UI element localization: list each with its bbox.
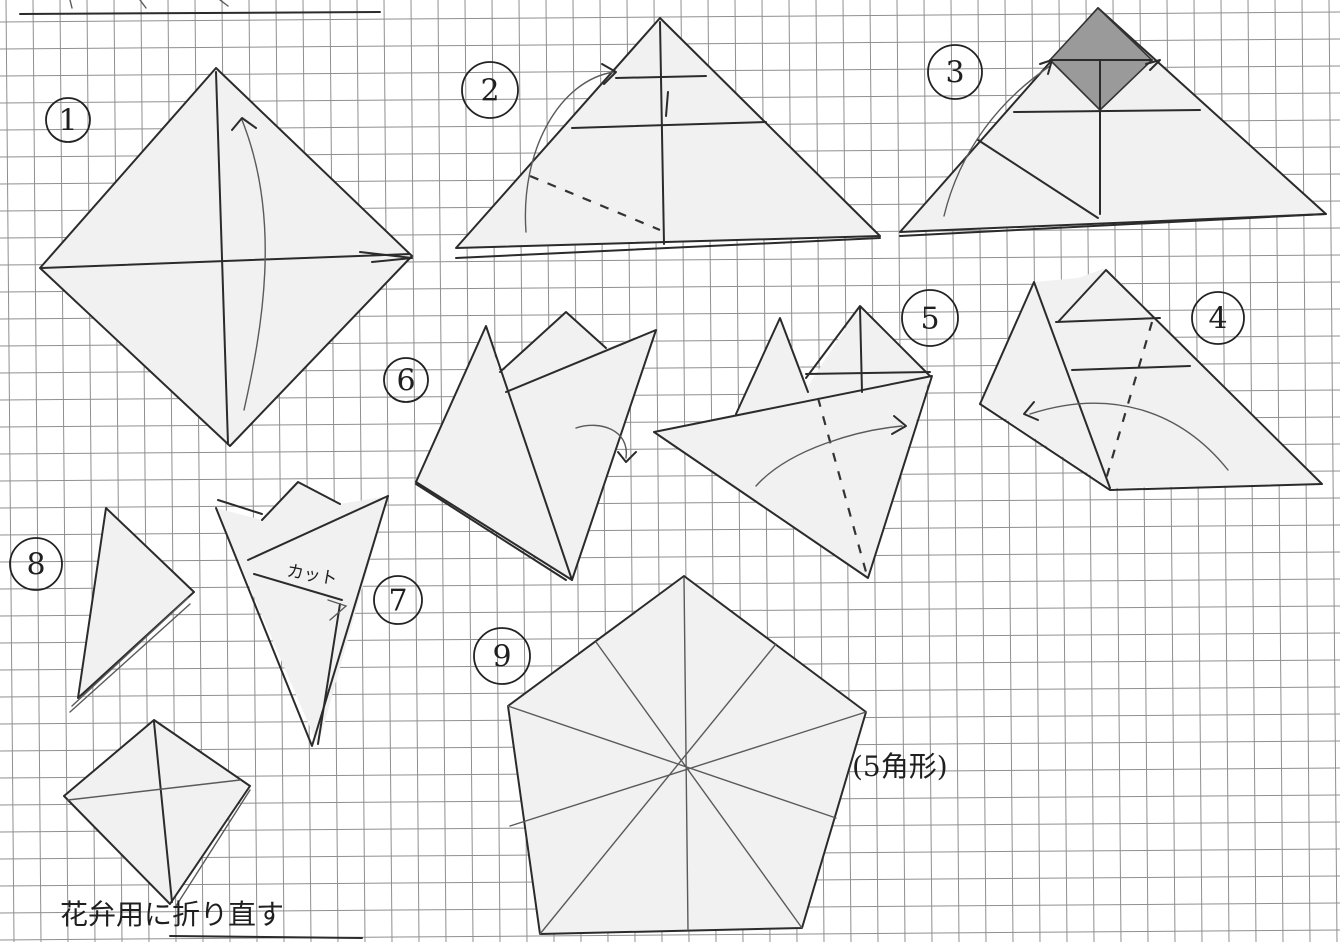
grid-line-horizontal (0, 552, 1340, 562)
step-1-figure (40, 68, 412, 446)
step-1-marker: 1 (46, 98, 90, 142)
grid-line-vertical (384, 0, 392, 942)
grid-line-horizontal (0, 498, 1340, 508)
step-5-number: 5 (920, 302, 939, 337)
step-4-number: 4 (1208, 302, 1227, 337)
step-7-marker: 7 (374, 576, 422, 624)
grid-line-vertical (357, 0, 365, 942)
grid-line-vertical (924, 0, 932, 942)
step-3-number: 3 (945, 56, 964, 91)
grid-line-vertical (330, 0, 338, 942)
grid-line-vertical (33, 0, 41, 942)
step-8-number: 8 (26, 548, 45, 583)
step-6-marker: 6 (384, 358, 428, 402)
step-2-number: 2 (480, 74, 499, 109)
bottom-note-text: 花弁用に折り直す (60, 898, 284, 931)
step-5-figure (654, 306, 932, 578)
step-8-marker: 8 (10, 538, 62, 590)
step-5-marker: 5 (902, 290, 958, 346)
bottom-note: 花弁用に折り直す (60, 898, 362, 938)
step-6-figure (416, 312, 656, 580)
step-9-figure: (5角形) (508, 576, 948, 934)
grid-line-vertical (303, 0, 311, 942)
header-scribble (20, 0, 380, 14)
grid-line-vertical (6, 0, 14, 942)
step-7-number: 7 (388, 584, 407, 619)
pentagon-label: (5角形) (852, 750, 948, 783)
grid-line-vertical (411, 0, 419, 942)
step-1-number: 1 (58, 104, 77, 139)
step-8-figure (70, 508, 194, 712)
petal-figure (64, 720, 250, 906)
grid-line-horizontal (0, 525, 1340, 535)
step-3-marker: 3 (928, 45, 982, 99)
step-4-marker: 4 (1192, 292, 1244, 344)
step-6-number: 6 (396, 364, 415, 399)
step-9-marker: 9 (474, 628, 530, 684)
step-9-number: 9 (492, 640, 511, 675)
step-2-marker: 2 (462, 62, 518, 118)
grid-line-vertical (951, 0, 959, 942)
step-4-figure (980, 268, 1322, 490)
